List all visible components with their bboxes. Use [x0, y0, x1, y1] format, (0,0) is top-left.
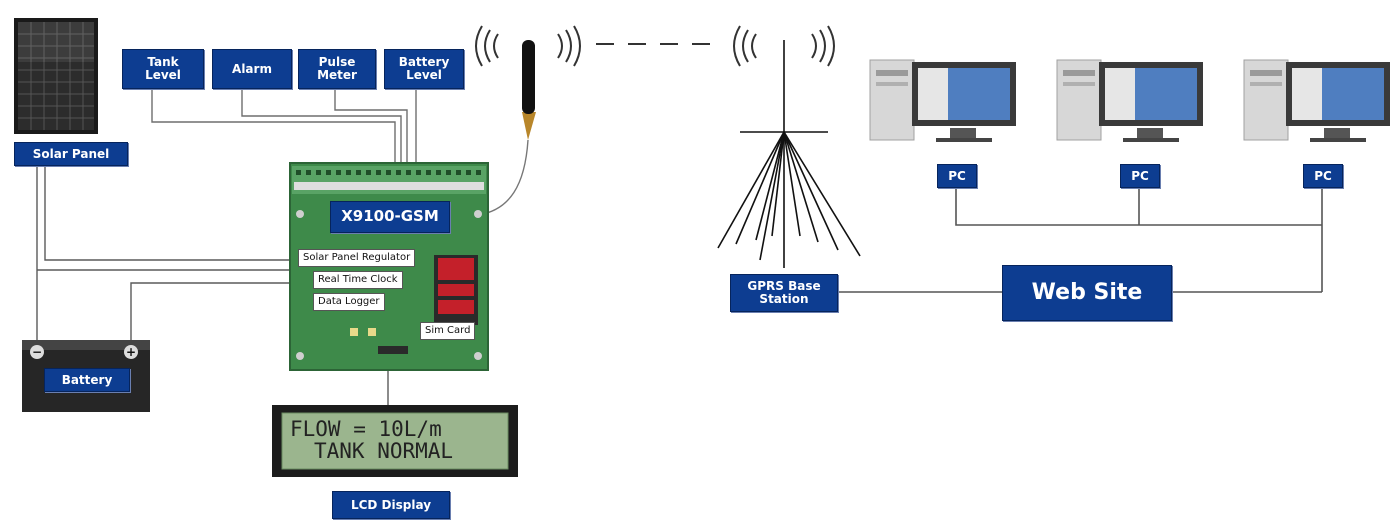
data-logger-label: Data Logger [313, 293, 385, 311]
solar-panel-icon [14, 18, 98, 134]
alarm-label: Alarm [212, 49, 292, 89]
pc-icon-1 [869, 59, 1016, 142]
gsm-antenna-icon [522, 40, 536, 140]
power-wires [36, 160, 389, 406]
lcd-text: FLOW = 10L/m TANK NORMAL [290, 418, 500, 468]
solar-panel-label: Solar Panel [14, 142, 128, 166]
lcd-display-icon [272, 405, 518, 477]
gprs-base-station-label: GPRS Base Station [730, 274, 838, 312]
pc-icon-3 [1243, 59, 1390, 142]
device-model-label: X9100-GSM [330, 201, 450, 233]
pulse-meter-label: Pulse Meter [298, 49, 376, 89]
base-radio-waves-icon [733, 25, 835, 67]
tank-level-label: Tank Level [122, 49, 204, 89]
lcd-line-1: FLOW = 10L/m [290, 417, 442, 441]
radio-waves-icon [475, 25, 581, 67]
network-lines [838, 187, 1323, 293]
svg-text:−: − [32, 345, 42, 359]
pc-label-3: PC [1303, 164, 1343, 188]
gprs-base-station-icon [717, 40, 861, 268]
real-time-clock-label: Real Time Clock [313, 271, 403, 289]
svg-text:+: + [126, 345, 136, 359]
web-site-label: Web Site [1002, 265, 1172, 321]
pc-icon-2 [1056, 59, 1203, 142]
pc-label-2: PC [1120, 164, 1160, 188]
pc-label-1: PC [937, 164, 977, 188]
lcd-display-label: LCD Display [332, 491, 450, 519]
sim-card-label: Sim Card [420, 322, 476, 340]
solar-panel-regulator-label: Solar Panel Regulator [298, 249, 416, 267]
battery-label: Battery [44, 368, 130, 392]
lcd-line-2: TANK NORMAL [314, 439, 454, 463]
battery-level-label: Battery Level [384, 49, 464, 89]
